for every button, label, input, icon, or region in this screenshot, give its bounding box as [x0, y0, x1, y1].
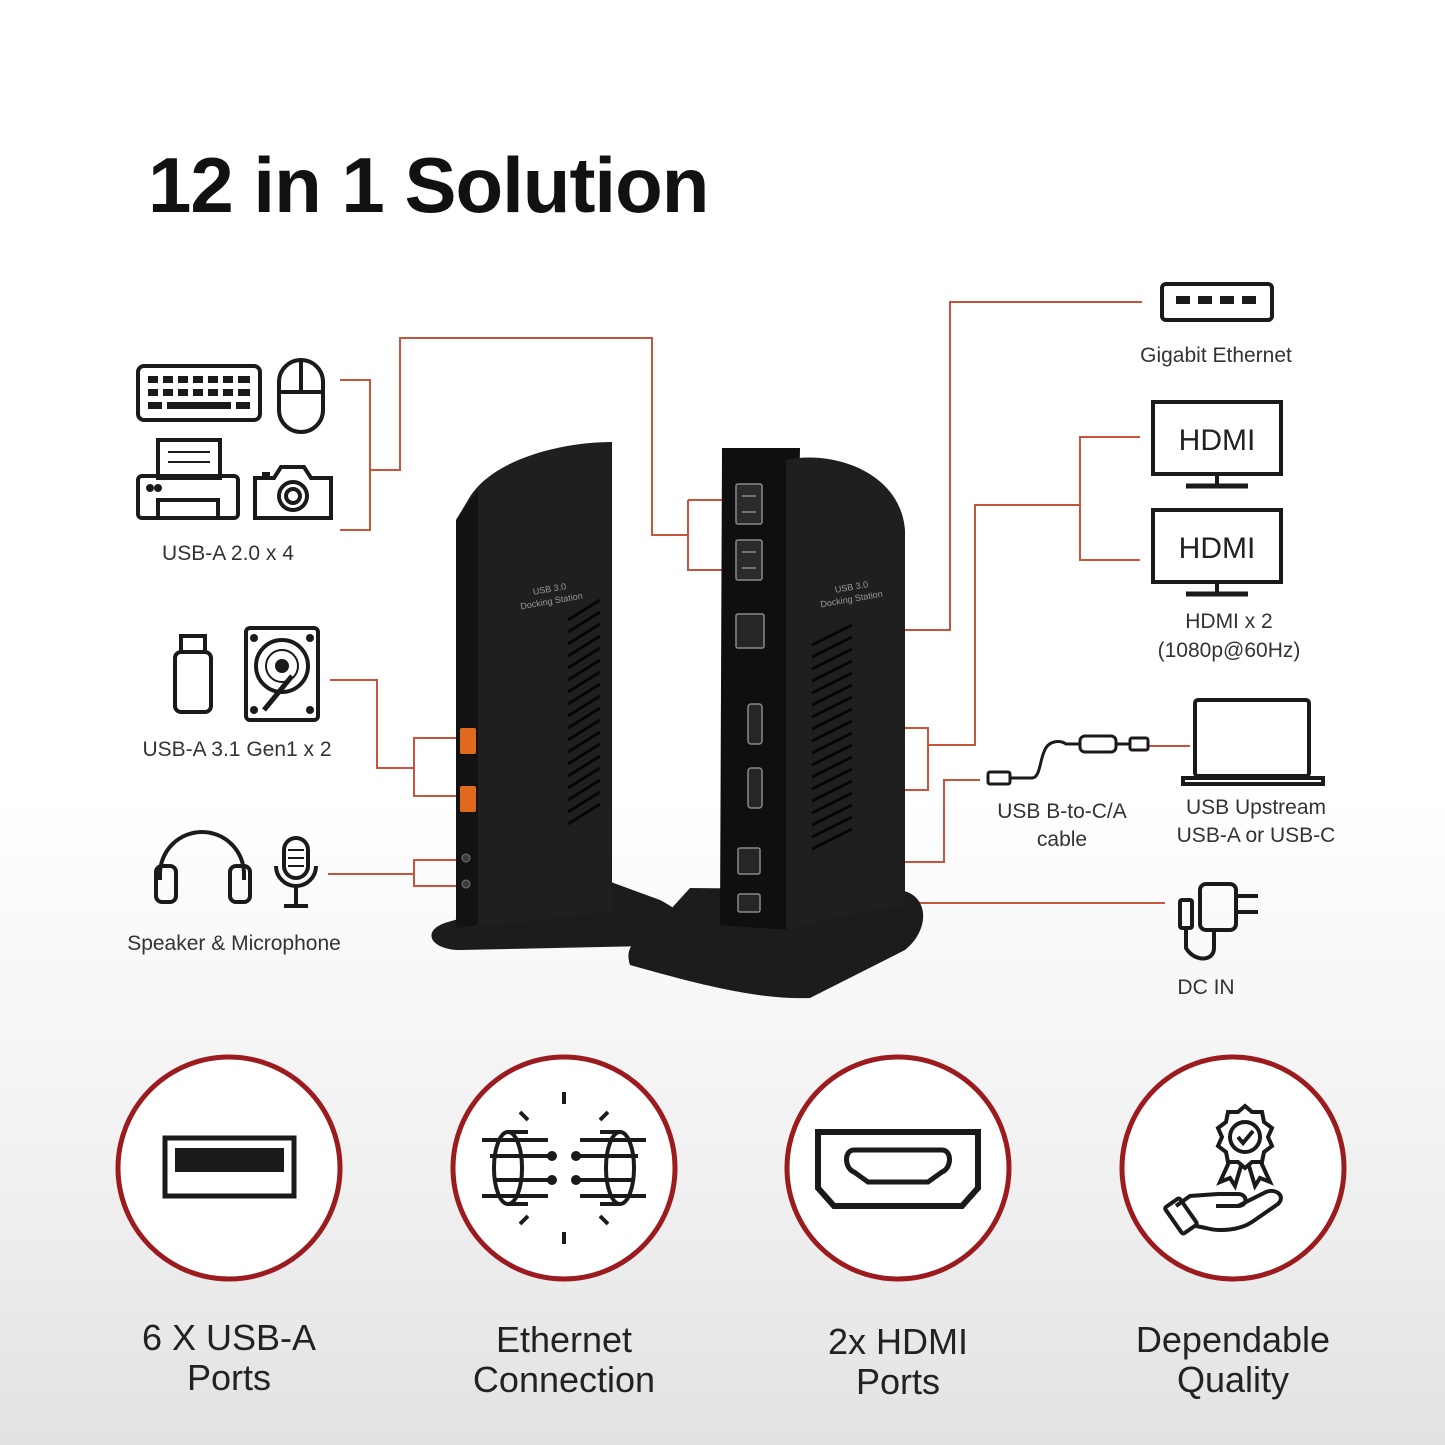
usb2-label: USB-A 2.0 x 4: [162, 542, 294, 565]
feature-hdmi: [784, 1054, 1012, 1282]
dock-rear-body: [786, 457, 905, 930]
printer-icon: [136, 438, 240, 520]
dock-rear-stand: [628, 888, 924, 999]
usb-port-icon: [162, 1135, 297, 1199]
feature-hdmi-label: 2x HDMI Ports: [758, 1322, 1038, 1402]
ethernet-connection-icon: [482, 1092, 646, 1244]
audio-connector-line: [328, 859, 458, 887]
feature-usb: [115, 1054, 343, 1282]
quality-badge-icon: [1163, 1103, 1283, 1236]
hard-drive-icon: [244, 626, 320, 722]
feature-ethernet-label: Ethernet Connection: [424, 1320, 704, 1400]
feature-ethernet: [450, 1054, 678, 1282]
feature-ethernet-label-line2: Connection: [472, 1359, 656, 1400]
feature-quality: [1119, 1054, 1347, 1282]
camera-icon: [253, 465, 333, 520]
headphones-icon: [154, 830, 252, 904]
front-usb31-port-2: [460, 786, 476, 812]
usb-flash-drive-icon: [173, 634, 213, 714]
feature-usb-label: 6 X USB-A Ports: [89, 1318, 369, 1398]
dock-rear-unit: USB 3.0 Docking Station: [628, 448, 924, 999]
ethernet-label: Gigabit Ethernet: [1140, 344, 1292, 367]
feature-quality-label-line1: Dependable: [1135, 1319, 1331, 1360]
front-audio-jack-1: [461, 853, 471, 863]
feature-quality-label-line2: Quality: [1176, 1359, 1290, 1400]
hdmi-port-icon: [815, 1129, 981, 1209]
laptop-label-line2: USB-A or USB-C: [1177, 824, 1336, 847]
feature-ring: [784, 1054, 1012, 1282]
dock-front-body: [456, 442, 612, 928]
rear-usb2-ports: [735, 483, 763, 581]
dc-label: DC IN: [1177, 976, 1234, 999]
keyboard-icon: [136, 364, 262, 422]
usb31-connector-line: [330, 679, 462, 797]
power-adapter-icon: [1178, 882, 1258, 961]
feature-hdmi-label-line2: Ports: [855, 1361, 941, 1402]
monitor-icon: [1151, 508, 1283, 597]
front-audio-jack-2: [461, 879, 471, 889]
feature-ethernet-label-line1: Ethernet: [495, 1319, 633, 1360]
laptop-label-line1: USB Upstream: [1186, 796, 1326, 819]
rear-hdmi-port-1: [747, 703, 763, 745]
cable-label-line2: cable: [1037, 828, 1087, 851]
hdmi-label-line2: (1080p@60Hz): [1158, 639, 1301, 662]
usb31-label: USB-A 3.1 Gen1 x 2: [142, 738, 331, 761]
usb-cable-icon: [986, 734, 1150, 786]
dock-front-vents: [567, 598, 601, 826]
rear-usb-b-port: [737, 847, 761, 875]
cable-label-line1: USB B-to-C/A: [997, 800, 1127, 823]
page-title: 12 in 1 Solution: [148, 141, 709, 229]
monitor-icon: [1151, 400, 1283, 489]
rear-hdmi-port-2: [747, 767, 763, 809]
front-usb31-port-1: [460, 728, 476, 754]
microphone-icon: [274, 836, 318, 908]
mouse-icon: [277, 358, 325, 434]
dock-rear-vents: [811, 623, 853, 851]
feature-usb-label-line1: 6 X USB-A: [141, 1317, 317, 1358]
laptop-icon: [1181, 698, 1325, 786]
ethernet-port-icon: [1160, 282, 1274, 322]
rear-dc-port: [737, 893, 761, 913]
feature-hdmi-label-line1: 2x HDMI: [827, 1321, 968, 1362]
usb2-connector-line: [340, 337, 728, 571]
feature-usb-label-line2: Ports: [186, 1357, 272, 1398]
dock-front-unit: USB 3.0 Docking Station: [431, 442, 686, 950]
monitor-1-text: HDMI: [1179, 424, 1256, 457]
audio-label: Speaker & Microphone: [127, 932, 341, 955]
monitor-2-text: HDMI: [1179, 532, 1256, 565]
feature-ring: [450, 1054, 678, 1282]
feature-quality-label: Dependable Quality: [1093, 1320, 1373, 1400]
rear-ethernet-port: [735, 613, 765, 649]
feature-ring: [1119, 1054, 1347, 1282]
hdmi-label-line1: HDMI x 2: [1185, 610, 1273, 633]
